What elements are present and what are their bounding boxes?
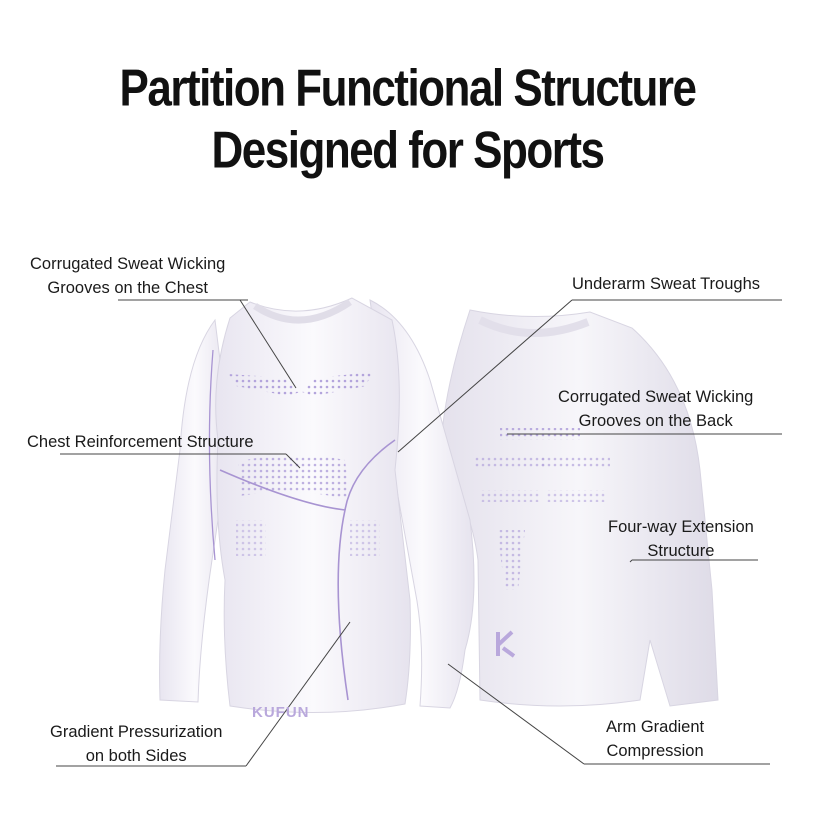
label-gradient-pressure: Gradient Pressurization on both Sides <box>50 720 222 768</box>
label-gradient-pressure-line-2: on both Sides <box>85 747 187 765</box>
label-four-way-line-2: Structure <box>647 542 715 560</box>
page-title-line-2: Designed for Sports <box>211 121 606 180</box>
label-back-grooves-line-2: Grooves on the Back <box>578 412 733 430</box>
label-arm-compression-line-1: Arm Gradient <box>606 718 705 736</box>
label-underarm: Underarm Sweat Troughs <box>572 272 760 296</box>
callout-lines <box>56 299 782 767</box>
label-chest-grooves: Corrugated Sweat Wicking Grooves on the … <box>30 252 225 300</box>
label-chest-grooves-line-2: Grooves on the Chest <box>47 279 208 297</box>
callout-pointer-chest-reinforcement <box>285 453 301 469</box>
label-back-grooves: Corrugated Sweat Wicking Grooves on the … <box>558 385 753 433</box>
back-shirt <box>439 309 719 707</box>
label-chest-reinforcement: Chest Reinforcement Structure <box>27 430 254 454</box>
callout-pointer-arm-compression <box>447 663 585 765</box>
brand-logo: KUFUN <box>252 704 310 721</box>
page-title-line-1: Partition Functional Structure <box>119 59 697 118</box>
callout-pointer-gradient-pressure <box>245 621 351 767</box>
callout-pointer-four-way <box>629 559 633 563</box>
label-back-grooves-line-1: Corrugated Sweat Wicking <box>558 388 754 406</box>
label-gradient-pressure-line-1: Gradient Pressurization <box>50 723 223 741</box>
label-arm-compression: Arm Gradient Compression <box>606 715 704 763</box>
label-underarm-line-1: Underarm Sweat Troughs <box>572 275 761 293</box>
callout-pointer-chest-grooves <box>239 299 297 389</box>
label-arm-compression-line-2: Compression <box>606 742 704 760</box>
callout-pointer-underarm <box>397 299 573 453</box>
label-four-way: Four-way Extension Structure <box>608 515 754 563</box>
label-chest-reinforcement-line-1: Chest Reinforcement Structure <box>27 433 254 451</box>
label-chest-grooves-line-1: Corrugated Sweat Wicking <box>30 255 226 273</box>
label-four-way-line-1: Four-way Extension <box>608 518 754 536</box>
front-shirt <box>159 297 475 713</box>
